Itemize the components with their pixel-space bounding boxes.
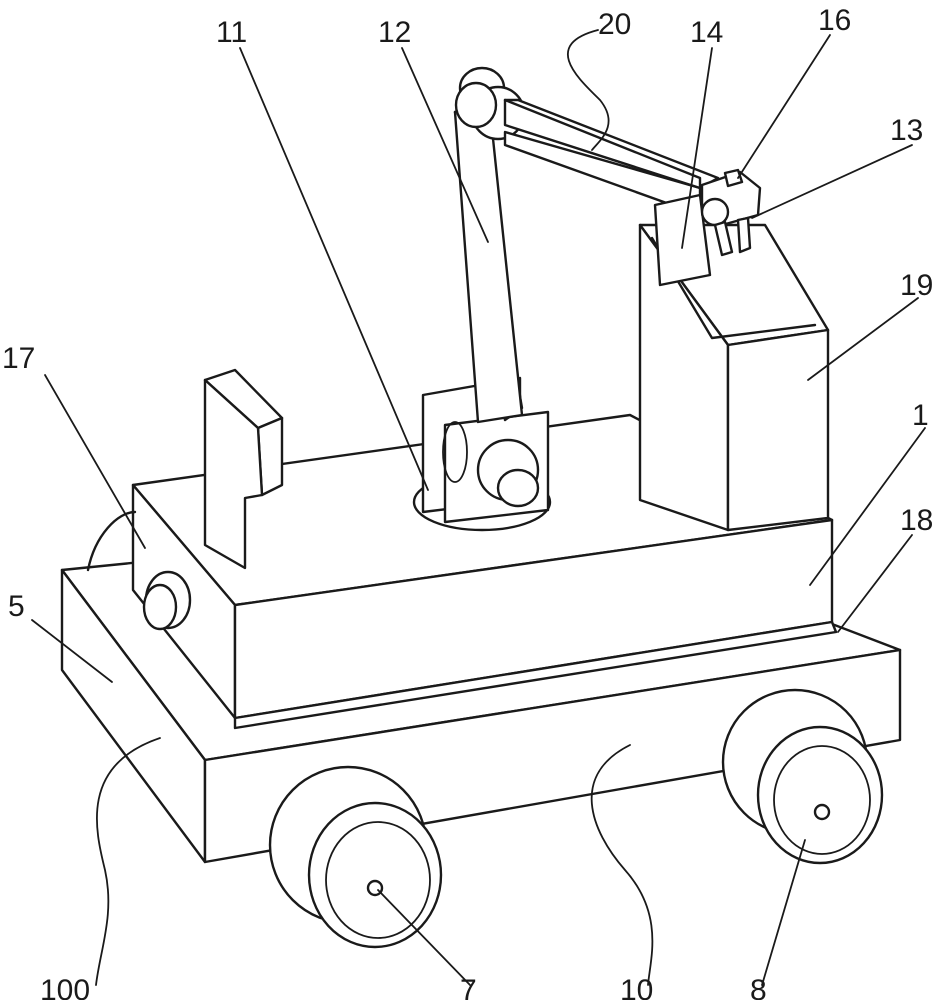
- leader-17: [44, 374, 146, 549]
- base-motor-cap: [496, 468, 540, 508]
- shoulder-left-disc: [454, 81, 498, 129]
- leader-5: [31, 619, 113, 683]
- label-10: 10: [620, 974, 653, 1000]
- leader-18: [837, 534, 913, 633]
- label-11: 11: [216, 16, 247, 49]
- horizontal-arm-face: [503, 98, 702, 190]
- label-1: 1: [912, 399, 929, 432]
- leader-16: [737, 34, 831, 179]
- wheel-hub: [813, 803, 831, 821]
- wheel-front-left: [268, 765, 443, 949]
- label-18: 18: [900, 504, 933, 537]
- base-joint: [442, 421, 468, 483]
- vertical-arm-front: [453, 108, 524, 424]
- wheel-rim: [325, 821, 431, 939]
- seal-strip: [233, 620, 838, 730]
- leader-14: [681, 47, 713, 249]
- gripper-jaw-left: [713, 220, 734, 257]
- wheel-rim: [773, 745, 871, 855]
- label-5: 5: [8, 590, 25, 623]
- leader-lines: [31, 29, 926, 986]
- handle-bracket: [203, 368, 284, 570]
- label-20: 20: [598, 8, 631, 41]
- label-17: 17: [2, 342, 35, 375]
- side-camera: [142, 570, 192, 631]
- leader-10: [590, 744, 654, 986]
- leader-12: [401, 47, 489, 243]
- leader-11: [239, 47, 429, 491]
- label-8: 8: [750, 974, 767, 1000]
- leader-8: [761, 839, 806, 986]
- side-camera-lens: [142, 583, 178, 631]
- sensor-unit: [723, 168, 744, 188]
- vertical-arm: [453, 103, 524, 424]
- label-19: 19: [900, 269, 933, 302]
- leader-20: [567, 29, 610, 151]
- label-16: 16: [818, 4, 851, 37]
- label-14: 14: [690, 16, 723, 49]
- leader-19: [807, 297, 919, 381]
- handle-front: [203, 378, 264, 570]
- label-100: 100: [40, 974, 90, 1000]
- leader-1: [809, 427, 926, 586]
- horizontal-arm: [503, 98, 720, 217]
- leader-100: [95, 737, 161, 986]
- label-13: 13: [890, 114, 923, 147]
- label-7: 7: [460, 974, 477, 1000]
- leader-13: [751, 144, 913, 219]
- gripper-jaw-right: [736, 216, 752, 254]
- wheel-front-right: [721, 688, 884, 865]
- wheel-face: [756, 725, 884, 865]
- label-12: 12: [378, 16, 411, 49]
- leader-7: [377, 889, 471, 986]
- gripper-head: [700, 168, 762, 257]
- cable: [86, 510, 137, 572]
- box-front-face: [726, 328, 830, 532]
- wheel-face: [307, 801, 443, 949]
- reference-labels: 11 12 20 14 16 13 19 17 1 18 5 100 7 10 …: [2, 4, 933, 1000]
